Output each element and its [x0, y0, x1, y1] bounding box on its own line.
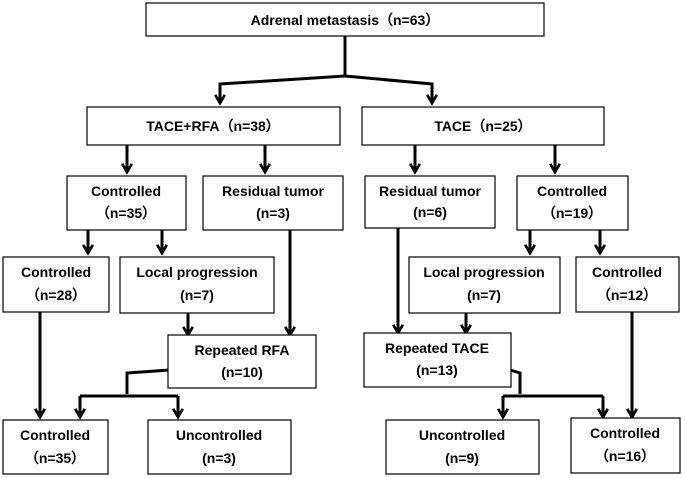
node-final-controlled-35-line-1: Controlled — [20, 427, 90, 443]
node-repeated-tace-line-2: (n=13) — [416, 362, 458, 378]
node-controlled-12-line-1: Controlled — [592, 264, 662, 280]
edge-root-to-tace — [344, 74, 432, 102]
node-local-progression-left-line-2: (n=7) — [180, 287, 214, 303]
node-final-uncontrolled-3-line-1: Uncontrolled — [176, 427, 262, 443]
node-final-uncontrolled-9-line-2: (n=9) — [445, 450, 479, 466]
flowchart-edges — [40, 36, 632, 416]
node-repeated-rfa: Repeated RFA (n=10) — [167, 334, 317, 389]
node-residual-tumor-3-line-2: (n=3) — [256, 205, 290, 221]
node-controlled-12: Controlled （n=12） — [575, 256, 680, 313]
edge-root-to-tace-rfa — [220, 36, 347, 102]
node-tace-line-1: TACE（n=25） — [434, 118, 531, 134]
node-final-uncontrolled-9-line-1: Uncontrolled — [419, 427, 505, 443]
node-tace-rfa-line-1: TACE+RFA（n=38） — [146, 118, 280, 134]
node-final-controlled-16-line-2: （n=16） — [595, 448, 655, 464]
node-controlled-35: Controlled （n=35） — [66, 175, 187, 231]
node-final-uncontrolled-9: Uncontrolled (n=9) — [385, 419, 540, 475]
node-tace-rfa: TACE+RFA（n=38） — [86, 106, 341, 146]
node-residual-tumor-3-line-1: Residual tumor — [222, 183, 324, 199]
node-final-uncontrolled-3: Uncontrolled (n=3) — [147, 419, 292, 475]
node-controlled-35-line-2: （n=35） — [96, 205, 156, 221]
edge-repeated-rfa-to-final-controlled — [80, 368, 178, 416]
node-final-controlled-16-line-1: Controlled — [590, 425, 660, 441]
node-local-progression-right: Local progression (n=7) — [408, 256, 561, 314]
node-adrenal-metastasis: Adrenal metastasis（n=63） — [145, 2, 545, 37]
node-final-controlled-16: Controlled （n=16） — [570, 417, 681, 474]
node-local-progression-right-line-1: Local progression — [423, 264, 544, 280]
node-controlled-35-line-1: Controlled — [91, 183, 161, 199]
node-controlled-19: Controlled （n=19） — [516, 175, 629, 231]
edge-repeated-tace-to-final-uncontrolled — [503, 368, 603, 416]
node-residual-tumor-3: Residual tumor (n=3) — [202, 175, 344, 231]
node-repeated-rfa-line-1: Repeated RFA — [195, 342, 290, 358]
node-controlled-19-line-2: （n=19） — [542, 205, 602, 221]
node-repeated-tace-line-1: Repeated TACE — [385, 340, 489, 356]
node-tace: TACE（n=25） — [361, 106, 605, 146]
node-local-progression-right-line-2: (n=7) — [467, 287, 501, 303]
node-controlled-28: Controlled （n=28） — [2, 256, 110, 313]
node-adrenal-metastasis-line-1: Adrenal metastasis（n=63） — [251, 12, 440, 28]
node-controlled-19-line-1: Controlled — [537, 183, 607, 199]
node-final-controlled-35: Controlled （n=35） — [2, 419, 109, 475]
node-residual-tumor-6: Residual tumor (n=6) — [364, 175, 496, 229]
node-controlled-28-line-2: （n=28） — [26, 287, 86, 303]
node-repeated-rfa-line-2: (n=10) — [221, 364, 263, 380]
node-repeated-tace: Repeated TACE (n=13) — [363, 332, 512, 388]
node-final-uncontrolled-3-line-2: (n=3) — [202, 450, 236, 466]
node-final-controlled-35-line-2: （n=35） — [25, 450, 85, 466]
node-local-progression-left-line-1: Local progression — [136, 264, 257, 280]
node-controlled-28-line-1: Controlled — [21, 264, 91, 280]
node-local-progression-left: Local progression (n=7) — [119, 256, 275, 314]
node-residual-tumor-6-line-2: (n=6) — [413, 204, 447, 220]
node-controlled-12-line-2: （n=12） — [597, 287, 657, 303]
node-residual-tumor-6-line-1: Residual tumor — [379, 183, 481, 199]
